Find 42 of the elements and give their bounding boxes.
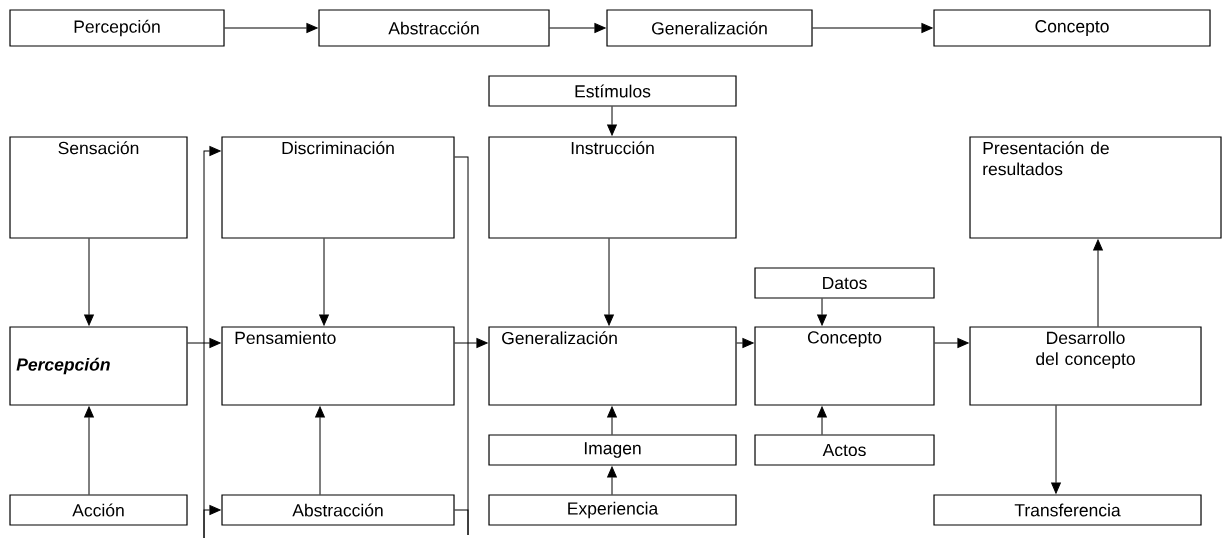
process-box: Actos	[754, 434, 935, 466]
process-box: Concepto	[933, 9, 1211, 47]
process-box: Discriminación	[221, 136, 455, 239]
arrow	[315, 406, 325, 495]
arrow	[607, 466, 617, 495]
process-box: Desarrollo del concepto	[969, 326, 1202, 406]
process-box: Abstracción	[318, 9, 550, 47]
process-box: Experiencia	[488, 494, 737, 526]
arrow	[934, 338, 969, 348]
process-box: Percepción	[9, 326, 188, 406]
process-box: Generalización	[488, 326, 737, 406]
arrow	[1051, 405, 1061, 494]
process-box: Instrucción	[488, 136, 737, 239]
process-box: Generalización	[606, 9, 813, 47]
arrow	[203, 505, 221, 539]
process-box: Acción	[9, 494, 188, 526]
process-box: Datos	[754, 267, 935, 299]
process-box: Abstracción	[221, 494, 455, 526]
arrow	[454, 509, 469, 536]
process-box: Estímulos	[488, 75, 737, 107]
arrow	[604, 238, 614, 326]
arrow	[817, 298, 827, 326]
arrow	[736, 338, 754, 348]
arrow	[549, 23, 606, 33]
process-box: Presentación de resultados	[969, 136, 1222, 239]
process-box: Percepción	[9, 9, 225, 47]
process-box: Pensamiento	[221, 326, 455, 406]
arrow	[224, 23, 318, 33]
arrow	[1093, 239, 1103, 327]
arrow	[319, 238, 329, 326]
arrow	[607, 106, 617, 136]
process-box: Sensación	[9, 136, 188, 239]
arrow	[812, 23, 933, 33]
arrow	[84, 238, 94, 326]
arrow	[84, 406, 94, 495]
arrow	[817, 406, 827, 435]
arrow	[187, 338, 221, 348]
process-box: Transferencia	[933, 494, 1202, 526]
process-box: Imagen	[488, 434, 737, 466]
process-box: Concepto	[754, 326, 935, 406]
arrow	[607, 406, 617, 435]
arrow	[454, 338, 488, 348]
